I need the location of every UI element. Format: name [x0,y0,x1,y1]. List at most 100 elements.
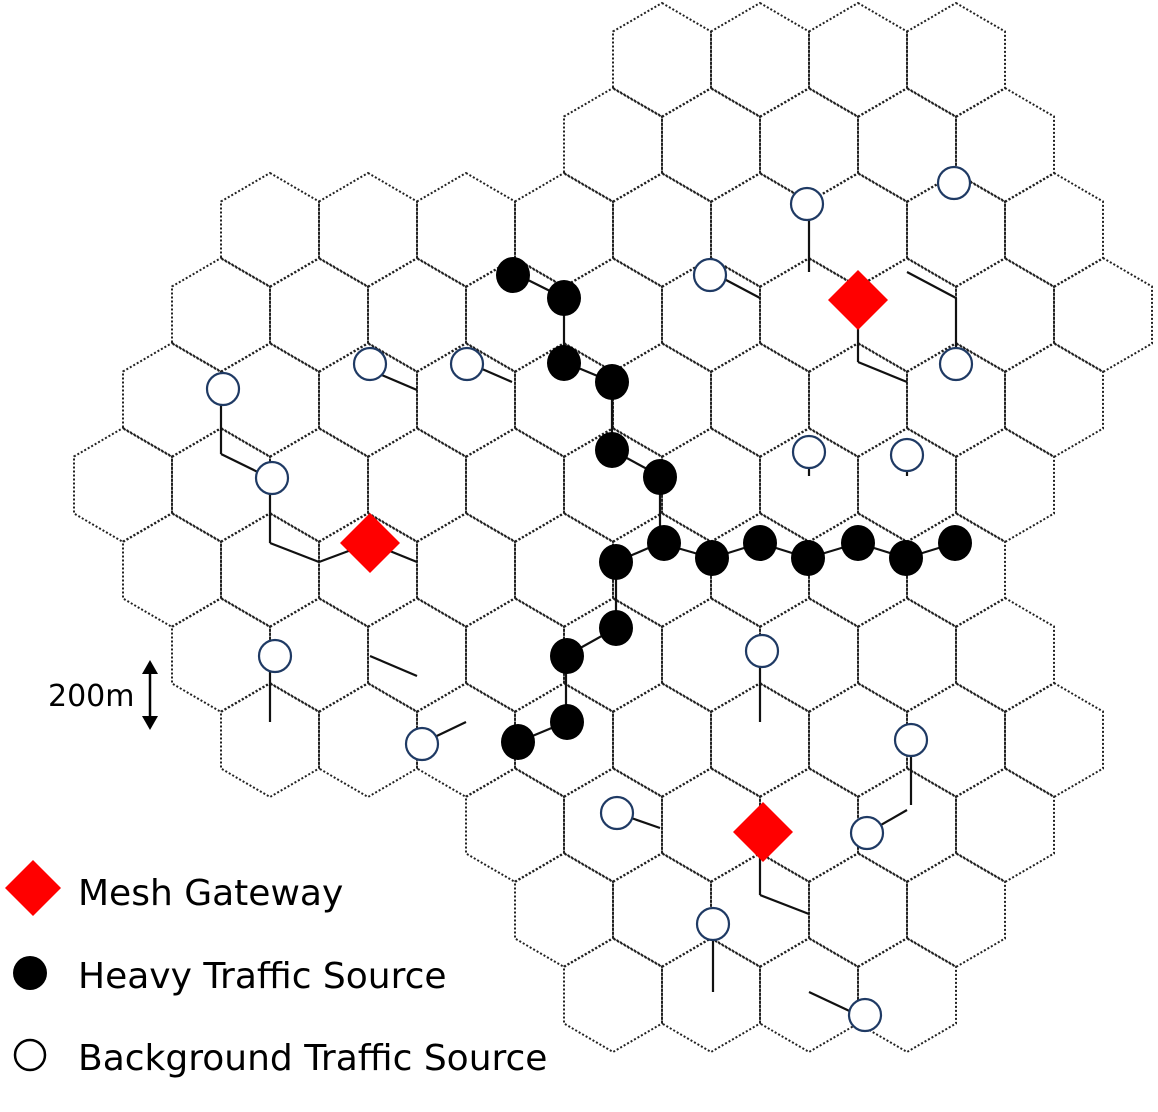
hex-cell [906,1,1006,119]
hex-cell [514,511,614,629]
hex-cell [955,766,1055,884]
background-traffic-source [254,460,290,496]
hex-cell [416,511,516,629]
background-traffic-source [889,437,925,473]
hex-cell [955,86,1055,204]
mesh-gateways [340,270,888,862]
mesh-gateway [340,513,400,573]
hex-cell [759,936,859,1054]
heavy-traffic-source [889,540,923,576]
heavy-traffic-source [496,257,530,293]
hex-cell [318,171,418,289]
heavy-traffic-source [647,525,681,561]
hex-cell [1004,681,1104,799]
hex-cell [171,596,271,714]
heavy-traffic-source [501,724,535,760]
hex-cell [514,171,614,289]
background-traffic-source [404,726,440,762]
scale-bar: 200m [48,660,158,730]
mesh-gateway [828,270,888,330]
hex-cell [318,681,418,799]
hex-cell [857,936,957,1054]
hex-cell [122,511,222,629]
background-traffic-source [352,346,388,382]
hex-cell [465,766,565,884]
hex-cell [122,341,222,459]
heavy-traffic-source [595,364,629,400]
background-traffic-source [893,722,929,758]
hex-cell [857,596,957,714]
hex-cell [367,426,467,544]
background-traffic-source [936,165,972,201]
background-traffic-source [849,815,885,851]
route-link [906,271,957,299]
hex-cell [1004,171,1104,289]
hex-cell [955,596,1055,714]
hex-cell [171,256,271,374]
hex-cell [612,1,712,119]
background-traffic-source [744,633,780,669]
background-traffic-source [938,346,974,382]
legend-gateway-icon [5,860,61,916]
route-link [369,654,418,678]
route-link [759,893,810,916]
legend: Mesh Gateway Heavy Traffic Source Backgr… [5,860,547,1079]
heavy-traffic-source [547,345,581,381]
scale-arrow-down [142,716,158,730]
route-link [269,541,320,564]
scale-label: 200m [48,679,134,714]
route-link [857,360,908,384]
scale-arrow-up [142,660,158,674]
hex-cell [808,171,908,289]
hex-cell [808,851,908,969]
heavy-traffic-source [643,459,677,495]
hex-cell [955,426,1055,544]
background-traffic-source [789,186,825,222]
hex-cell [955,256,1055,374]
legend-heavy-icon [13,956,47,990]
heavy-traffic-source [547,280,581,316]
hex-cell [808,681,908,799]
background-traffic-source [692,257,728,293]
hex-cell [367,596,467,714]
hex-cell [563,86,663,204]
hex-cell [710,341,810,459]
heavy-traffic-source [550,638,584,674]
hex-cell [220,171,320,289]
heavy-traffic-source [841,525,875,561]
background-traffic-sources [205,165,974,1033]
background-traffic-source [449,346,485,382]
background-traffic-source [847,997,883,1033]
heavy-traffic-source [938,525,972,561]
legend-heavy-label: Heavy Traffic Source [78,956,447,997]
heavy-traffic-source [599,544,633,580]
hex-cell [661,596,761,714]
background-traffic-source [695,906,731,942]
legend-background-icon [13,1038,47,1072]
hex-cell [906,851,1006,969]
hex-cell [612,681,712,799]
legend-gateway-label: Mesh Gateway [78,873,343,914]
hex-cell [465,596,565,714]
heavy-traffic-source [695,540,729,576]
background-traffic-source [205,371,241,407]
hex-cell [73,426,173,544]
background-traffic-source [791,434,827,470]
hex-cell [1053,256,1153,374]
heavy-traffic-source [595,432,629,468]
background-traffic-source [599,795,635,831]
hex-cell [269,256,369,374]
hex-cell [661,936,761,1054]
heavy-traffic-source [743,525,777,561]
heavy-traffic-source [599,610,633,646]
hex-cell [514,851,614,969]
hex-cell [808,1,908,119]
heavy-traffic-source [550,704,584,740]
background-traffic-source [257,638,293,674]
hex-cell [612,341,712,459]
mesh-gateway [733,802,793,862]
hex-cell [563,936,663,1054]
heavy-traffic-sources [496,257,972,760]
hex-cell [710,1,810,119]
